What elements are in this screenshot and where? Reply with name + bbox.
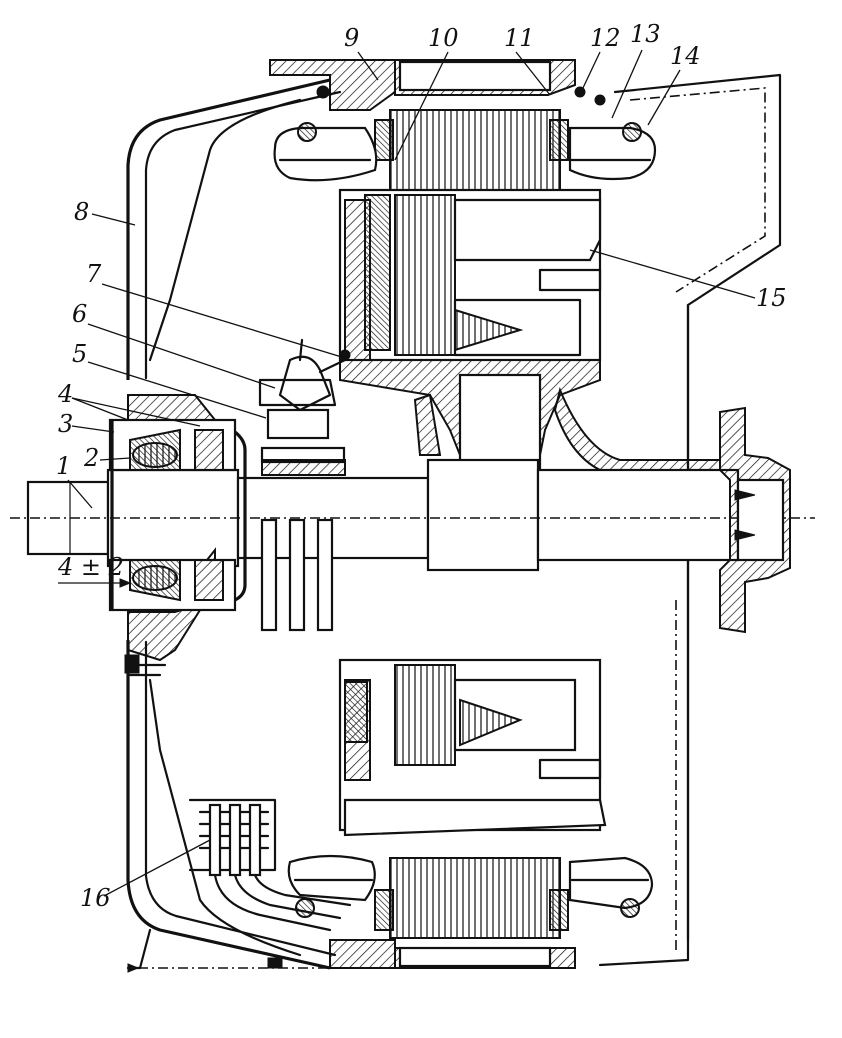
callout-16: 16 <box>80 839 211 912</box>
callout-15: 15 <box>589 249 787 312</box>
callout-1: 1 <box>56 452 93 509</box>
base-dimension <box>126 928 330 973</box>
callout-7: 7 <box>86 260 346 359</box>
svg-text:7: 7 <box>86 260 102 288</box>
shaft <box>10 458 815 572</box>
svg-text:5: 5 <box>72 340 87 368</box>
svg-text:8: 8 <box>74 198 89 226</box>
svg-text:2: 2 <box>83 444 99 472</box>
slip-ring-assembly <box>258 338 347 632</box>
callout-6: 6 <box>72 300 276 389</box>
svg-text:6: 6 <box>72 300 87 328</box>
svg-text:14: 14 <box>670 42 701 70</box>
callout-14: 14 <box>647 42 701 126</box>
svg-text:11: 11 <box>504 24 535 52</box>
callout-9: 9 <box>344 24 379 81</box>
callout-3: 3 <box>58 410 115 438</box>
svg-text:3: 3 <box>58 410 73 438</box>
callout-10: 10 <box>394 24 459 161</box>
callout-12: 12 <box>581 24 621 91</box>
callout-8: 8 <box>74 198 136 226</box>
svg-text:10: 10 <box>428 24 459 52</box>
tolerance-label: 4 ± 2 <box>57 553 124 581</box>
bolts <box>124 85 606 969</box>
callout-11: 11 <box>504 24 551 96</box>
stator-core-bottom <box>374 857 569 939</box>
callout-5: 5 <box>72 340 267 419</box>
stator-end-winding-top <box>273 122 657 182</box>
stator-core-top <box>374 109 569 191</box>
tolerance-indicator: 4 ± 2 <box>57 553 132 588</box>
svg-text:13: 13 <box>630 20 661 48</box>
rotor-pole-top <box>338 188 602 362</box>
callout-2: 2 <box>83 444 131 472</box>
svg-text:9: 9 <box>344 24 359 52</box>
bearing-assembly <box>108 394 247 662</box>
svg-text:1: 1 <box>56 452 71 480</box>
rotor-pole-bottom <box>338 658 607 837</box>
drive-flange <box>719 406 791 634</box>
svg-text:16: 16 <box>80 884 111 912</box>
callout-4: 4 <box>57 380 201 427</box>
housing-frame <box>126 59 782 970</box>
svg-text:4: 4 <box>57 380 73 408</box>
svg-text:15: 15 <box>756 284 787 312</box>
svg-text:12: 12 <box>590 24 621 52</box>
callouts: 1 2 3 4 5 6 7 8 <box>56 20 787 912</box>
callout-13: 13 <box>611 20 661 119</box>
